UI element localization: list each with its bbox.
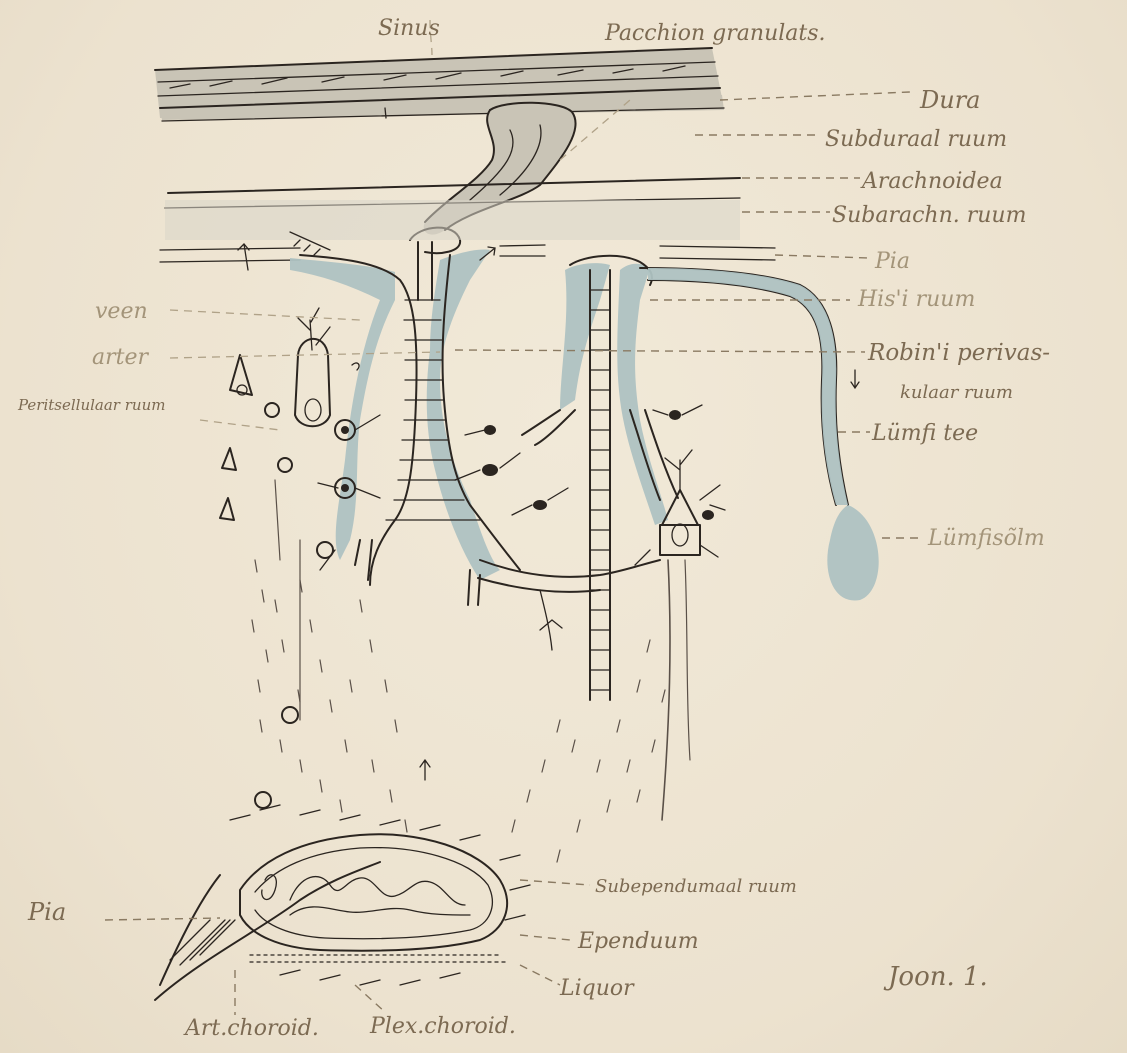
choroid-plexus xyxy=(155,805,530,1000)
label-ependuum: Ependuum xyxy=(577,929,699,954)
label-arachnoidea: Arachnoidea xyxy=(860,169,1003,194)
right-vessel xyxy=(478,256,678,700)
subarachnoid-wash xyxy=(165,200,740,240)
label-subduraal: Subduraal ruum xyxy=(825,127,1007,152)
left-vessel xyxy=(290,232,520,605)
label-subarachn: Subarachn. ruum xyxy=(832,203,1026,228)
label-sinus: Sinus xyxy=(378,16,440,41)
label-arter: arter xyxy=(92,345,149,370)
lymph-node xyxy=(827,505,878,600)
label-robin-2: kulaar ruum xyxy=(900,382,1013,403)
label-pacchion: Pacchion granulats. xyxy=(604,21,826,46)
figure-label: Joon. 1. xyxy=(883,962,988,992)
dura-band xyxy=(155,48,724,121)
label-his: His'i ruum xyxy=(857,287,975,312)
label-liquor: Liquor xyxy=(559,976,635,1001)
label-lumfi-tee: Lümfi tee xyxy=(871,421,978,446)
label-plex-choroid: Plex.choroid. xyxy=(369,1014,516,1039)
label-dura: Dura xyxy=(919,86,980,114)
label-pia-top: Pia xyxy=(874,249,910,274)
label-lumfisolm: Lümfisõlm xyxy=(927,526,1045,551)
label-veen: veen xyxy=(95,299,148,324)
label-subependumaal: Subependumaal ruum xyxy=(595,876,797,897)
label-peritsellulaar: Peritsellulaar ruum xyxy=(17,396,165,414)
arachnoidea-line xyxy=(168,178,740,193)
label-robin-1: Robin'i perivas- xyxy=(867,340,1050,366)
lymph-duct xyxy=(640,268,859,505)
label-art-choroid: Art.choroid. xyxy=(183,1016,319,1041)
label-pia-bottom: Pia xyxy=(27,898,66,926)
